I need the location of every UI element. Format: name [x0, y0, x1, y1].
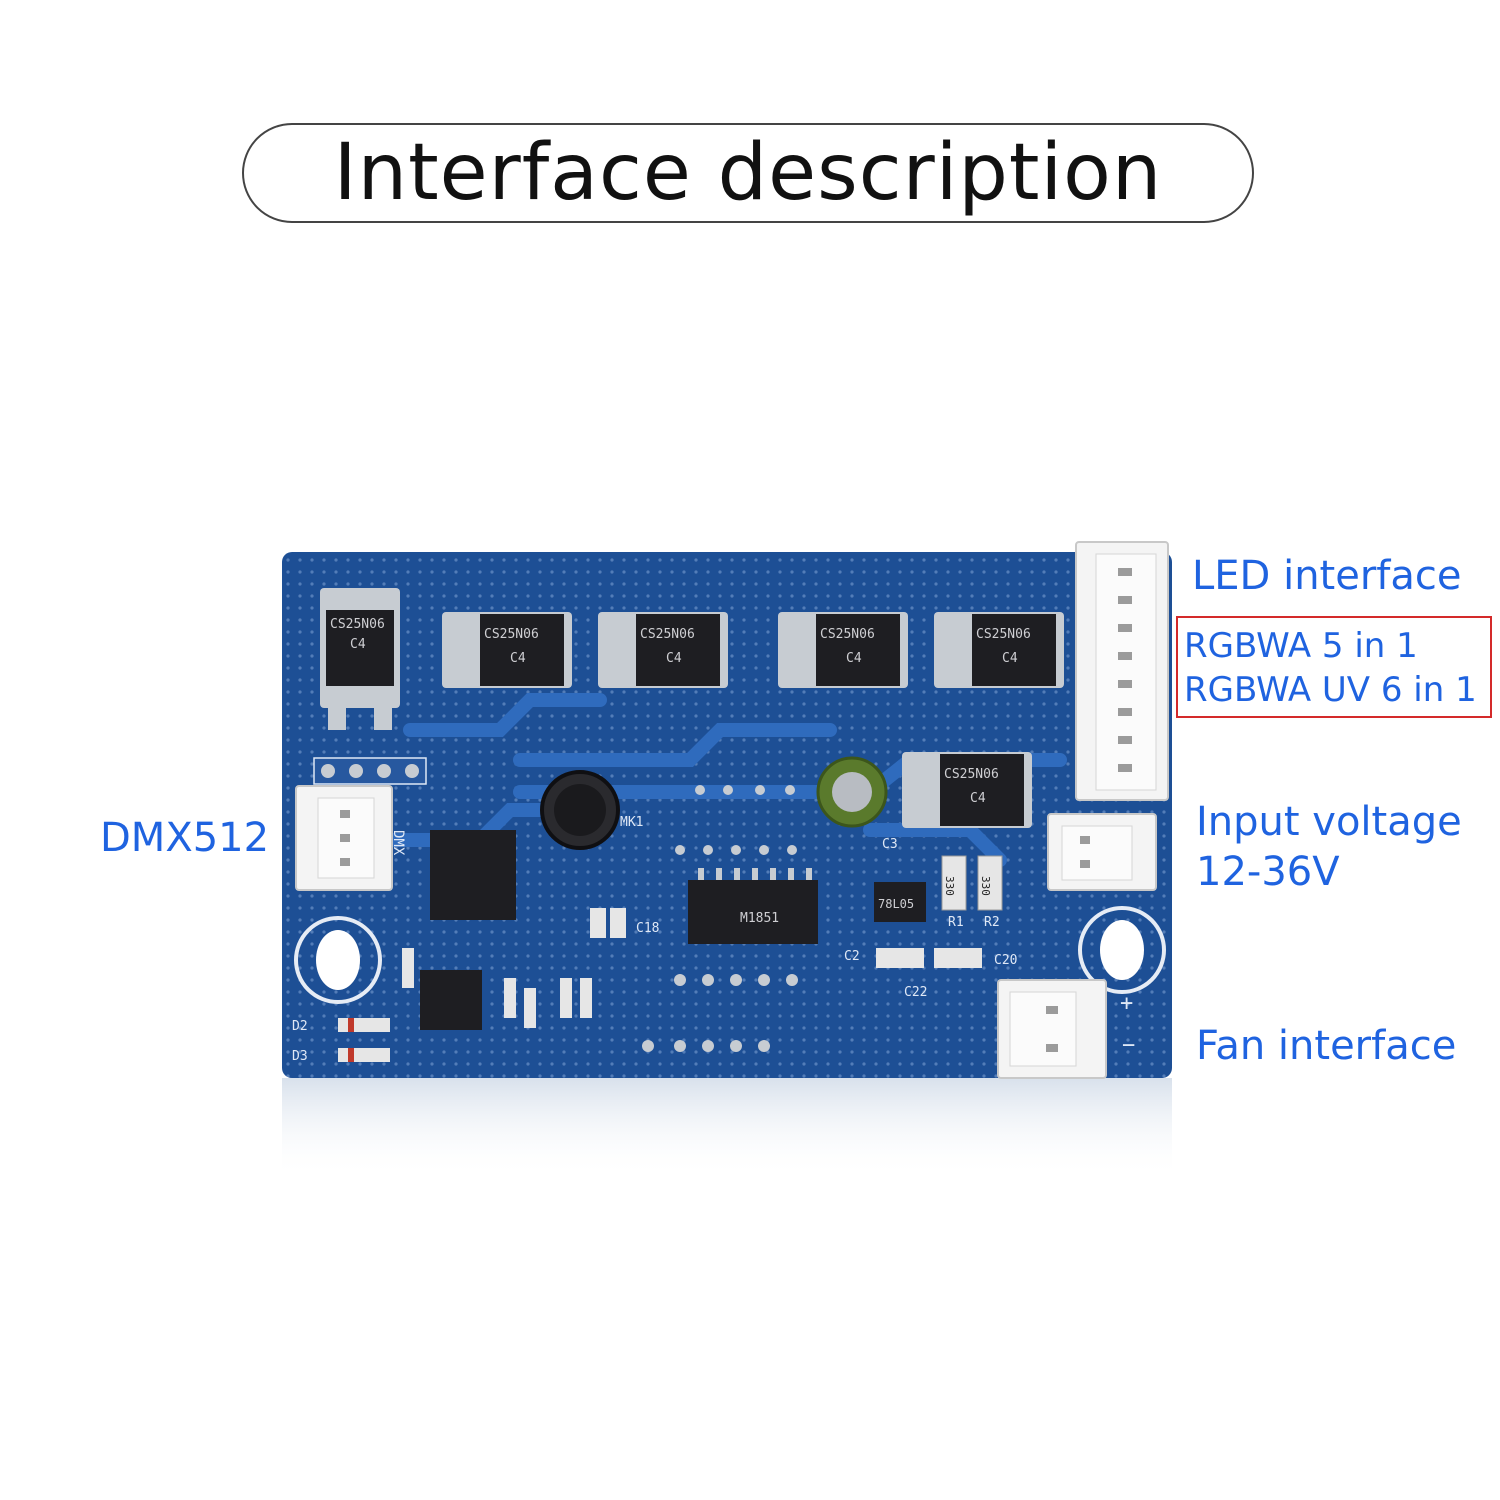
mosfet-code: C4 [350, 637, 366, 652]
mounting-hole-left [294, 916, 382, 1004]
mosfet-code: C4 [510, 651, 526, 666]
led-variants-box: RGBWA 5 in 1 RGBWA UV 6 in 1 [1176, 616, 1492, 718]
pcb-illustration: CS25N06 C4 CS25N06 C4 CS25N06 C4 CS25N06… [270, 530, 1190, 1180]
power-input-connector [1047, 813, 1157, 891]
title-pill: Interface description [242, 123, 1254, 223]
mosfet-q6: CS25N06 C4 [902, 752, 1032, 828]
mosfet-code: C4 [666, 651, 682, 666]
r2-silkscreen: R2 [984, 915, 1000, 930]
c2-silkscreen: C2 [844, 949, 860, 964]
resistor-value: 330 [943, 876, 956, 896]
resistor-r1: 330 R1 [941, 855, 967, 930]
voltage-regulator: 78L05 [874, 882, 926, 922]
dmx-connector: DMX [295, 785, 406, 891]
mosfet-q2: CS25N06 C4 [442, 612, 572, 688]
regulator-marking: 78L05 [878, 897, 914, 911]
mosfet-marking: CS25N06 [820, 627, 875, 642]
ic-small [420, 970, 482, 1030]
mosfet-q5: CS25N06 C4 [934, 612, 1064, 688]
dmx512-label: DMX512 [100, 815, 270, 861]
dmx-silkscreen: DMX [390, 830, 406, 856]
fan-interface-label: Fan interface [1196, 1023, 1457, 1069]
dmx-pads [313, 757, 427, 785]
driver-ic-marking: M1851 [740, 911, 779, 926]
mic-silkscreen: MK1 [620, 815, 643, 830]
led-connector [1075, 541, 1169, 801]
c18-silkscreen: C18 [636, 921, 659, 936]
variant-label-5in1: RGBWA 5 in 1 [1184, 626, 1418, 666]
mosfet-code: C4 [970, 791, 986, 806]
microphone: MK1 [540, 770, 643, 850]
mosfet-marking: CS25N06 [944, 767, 999, 782]
electrolytic-capacitor: C3 [816, 756, 898, 852]
mosfet-marking: CS25N06 [484, 627, 539, 642]
mosfet-q3: CS25N06 C4 [598, 612, 728, 688]
c22-silkscreen: C22 [904, 985, 927, 1000]
cap-silkscreen: C3 [882, 837, 898, 852]
through-hole-pads [642, 785, 798, 1052]
c20-silkscreen: C20 [994, 953, 1017, 968]
fan-minus-mark: − [1122, 1033, 1135, 1058]
resistor-r2: 330 R2 [977, 855, 1003, 930]
board-reflection [282, 1078, 1172, 1178]
mosfet-q1: CS25N06 C4 [320, 588, 400, 730]
fan-connector: + − [997, 979, 1135, 1079]
diode-d3: D3 [292, 1048, 390, 1064]
diode-d2: D2 [292, 1018, 390, 1034]
mounting-hole-right [1078, 906, 1166, 994]
fan-plus-mark: + [1120, 991, 1133, 1016]
page-title: Interface description [333, 128, 1163, 218]
mosfet-code: C4 [1002, 651, 1018, 666]
mosfet-marking: CS25N06 [330, 617, 385, 632]
d3-silkscreen: D3 [292, 1049, 308, 1064]
mosfet-code: C4 [846, 651, 862, 666]
input-voltage-label: Input voltage [1196, 799, 1462, 845]
led-interface-label: LED interface [1192, 553, 1462, 599]
mosfet-marking: CS25N06 [976, 627, 1031, 642]
variant-label-6in1: RGBWA UV 6 in 1 [1184, 670, 1477, 710]
mosfet-q4: CS25N06 C4 [778, 612, 908, 688]
r1-silkscreen: R1 [948, 915, 964, 930]
ic-left [430, 830, 516, 920]
ic-driver: M1851 [688, 868, 818, 944]
mosfet-marking: CS25N06 [640, 627, 695, 642]
resistor-value: 330 [979, 876, 992, 896]
smd-components [402, 908, 982, 1028]
input-voltage-range: 12-36V [1196, 849, 1340, 895]
d2-silkscreen: D2 [292, 1019, 308, 1034]
